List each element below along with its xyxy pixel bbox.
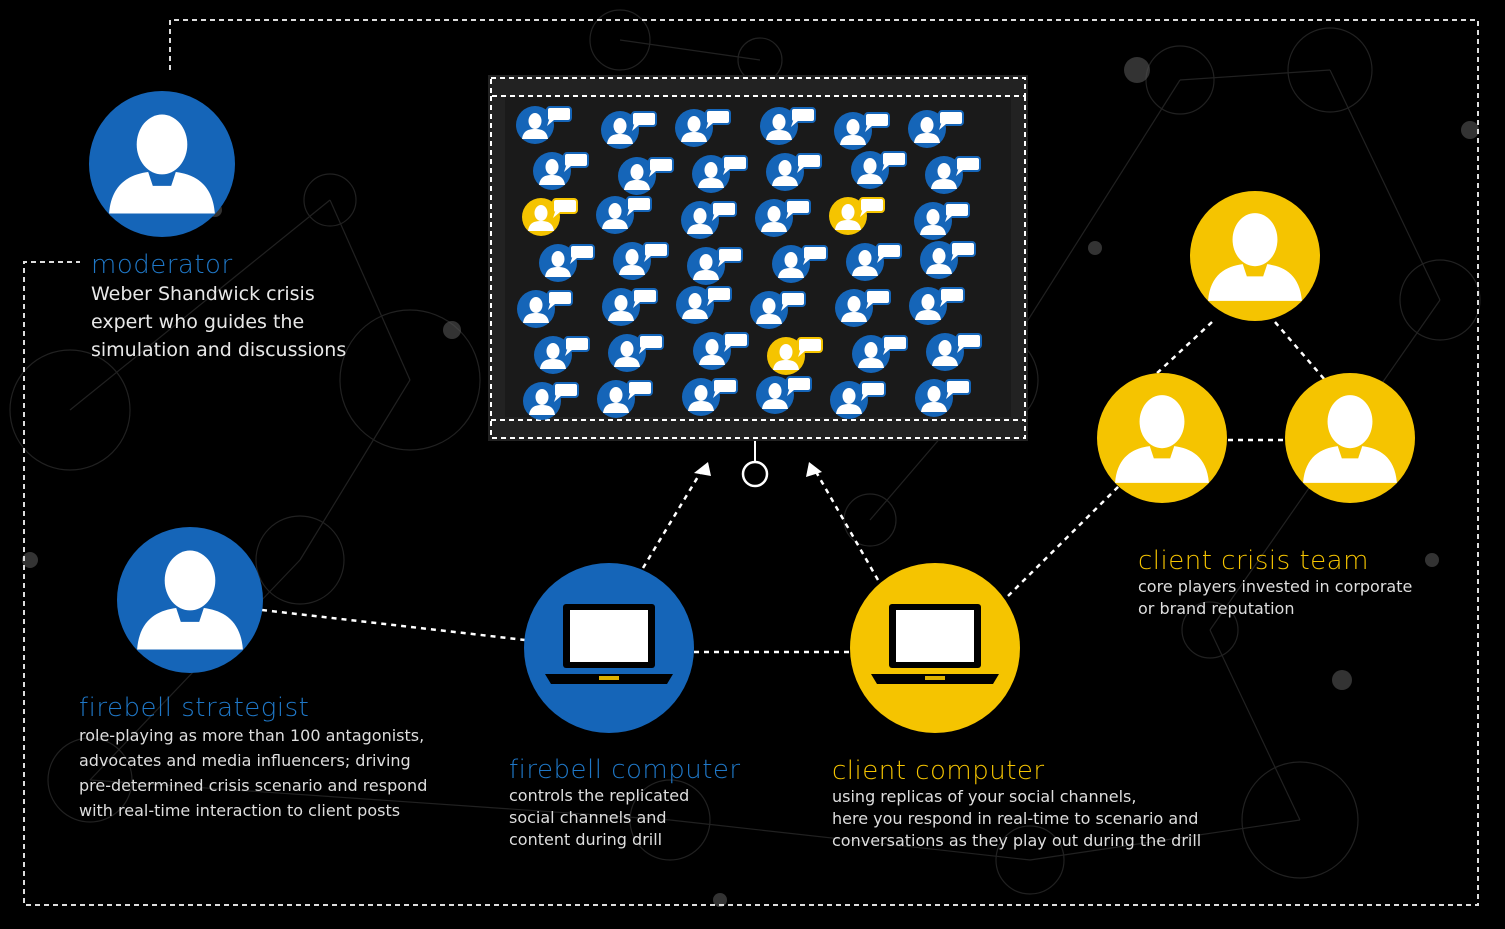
screen-pull-ring [741, 460, 769, 488]
client-computer-label: client computer using replicas of your s… [832, 756, 1201, 852]
social-avatar [846, 243, 902, 281]
firebell-computer-description: controls the replicated social channels … [509, 785, 741, 851]
social-avatar [915, 379, 971, 417]
moderator-description: Weber Shandwick crisis expert who guides… [91, 280, 346, 364]
strategist-desc-line: role-playing as more than 100 antagonist… [79, 726, 425, 745]
firebell-computer-title: firebell computer [509, 755, 741, 785]
frame-connector [23, 19, 1479, 906]
firebell-computer-label: firebell computer controls the replicate… [509, 755, 741, 851]
social-avatar [829, 197, 885, 235]
social-avatar [516, 106, 572, 144]
client-computer-desc-line: using replicas of your social channels, [832, 787, 1137, 806]
strategist-description: role-playing as more than 100 antagonist… [79, 723, 427, 823]
social-avatar [920, 241, 976, 279]
social-avatar [613, 242, 669, 280]
moderator-desc-line: expert who guides the [91, 311, 305, 333]
crisis-team-desc-line: core players invested in corporate [1138, 577, 1413, 596]
social-avatar [767, 337, 823, 375]
social-avatar [681, 201, 737, 239]
social-avatar [914, 202, 970, 240]
social-avatar [830, 381, 886, 419]
client-computer-desc-line: conversations as they play out during th… [832, 831, 1202, 850]
social-avatar [908, 110, 964, 148]
social-avatar [596, 196, 652, 234]
social-avatar [602, 288, 658, 326]
social-avatar [760, 107, 816, 145]
strategist-desc-line: with real-time interaction to client pos… [79, 801, 401, 820]
strategist-desc-line: pre-determined crisis scenario and respo… [79, 776, 428, 795]
social-avatar [693, 332, 749, 370]
social-avatar [687, 247, 743, 285]
client-computer-desc-line: here you respond in real-time to scenari… [832, 809, 1199, 828]
social-avatar [533, 152, 589, 190]
social-avatar [852, 335, 908, 373]
crisis-team-label: client crisis team core players invested… [1138, 546, 1412, 620]
social-avatar-grid [516, 106, 982, 420]
social-avatar [676, 286, 732, 324]
social-avatar [772, 245, 828, 283]
screen-frame-bottom [490, 419, 1026, 439]
social-avatar [755, 199, 811, 237]
social-avatar [692, 155, 748, 193]
social-avatar [750, 291, 806, 329]
social-avatar [523, 382, 579, 420]
social-avatar [851, 151, 907, 189]
client-computer-icon [850, 563, 1020, 733]
social-avatar [925, 156, 981, 194]
arrowhead-left [694, 462, 711, 476]
social-avatar [597, 380, 653, 418]
social-avatar [618, 157, 674, 195]
social-avatar [756, 376, 812, 414]
strategist-avatar [117, 527, 263, 673]
crisis-team-avatar-right [1285, 373, 1415, 503]
moderator-desc-line: Weber Shandwick crisis [91, 283, 315, 305]
crisis-team-avatar-left [1097, 373, 1227, 503]
social-avatar [539, 244, 595, 282]
moderator-title: moderator [91, 250, 233, 280]
social-avatar [909, 287, 965, 325]
firebell-computer-icon [524, 563, 694, 733]
moderator-avatar [89, 91, 235, 237]
strategist-desc-line: advocates and media influencers; driving [79, 751, 411, 770]
social-avatar [522, 198, 578, 236]
strategist-label: firebell strategist role-playing as more… [79, 693, 427, 823]
social-avatar [926, 333, 982, 371]
moderator-desc-line: simulation and discussions [91, 339, 347, 361]
background-network [9, 9, 1481, 895]
strategist-title: firebell strategist [79, 693, 310, 723]
social-avatar [534, 336, 590, 374]
social-avatar [601, 111, 657, 149]
client-computer-description: using replicas of your social channels, … [832, 786, 1201, 852]
social-avatar [834, 112, 890, 150]
arrowhead-right [806, 462, 822, 477]
client-computer-title: client computer [832, 756, 1045, 786]
connector-lines [261, 321, 1326, 654]
screen-frame-top [490, 77, 1026, 97]
crisis-team-title: client crisis team [1138, 546, 1369, 576]
firebell-computer-desc-line: controls the replicated [509, 786, 690, 805]
social-avatar [766, 153, 822, 191]
crisis-team-desc-line: or brand reputation [1138, 599, 1295, 618]
moderator-label: moderator Weber Shandwick crisis expert … [91, 250, 346, 364]
crisis-team-description: core players invested in corporate or br… [1138, 576, 1412, 620]
social-avatar [608, 334, 664, 372]
firebell-computer-desc-line: content during drill [509, 830, 663, 849]
social-avatar [682, 378, 738, 416]
social-avatar [517, 290, 573, 328]
social-avatar [675, 109, 731, 147]
crisis-team-avatar-top [1190, 191, 1320, 321]
firebell-computer-desc-line: social channels and [509, 808, 667, 827]
social-avatar [835, 289, 891, 327]
